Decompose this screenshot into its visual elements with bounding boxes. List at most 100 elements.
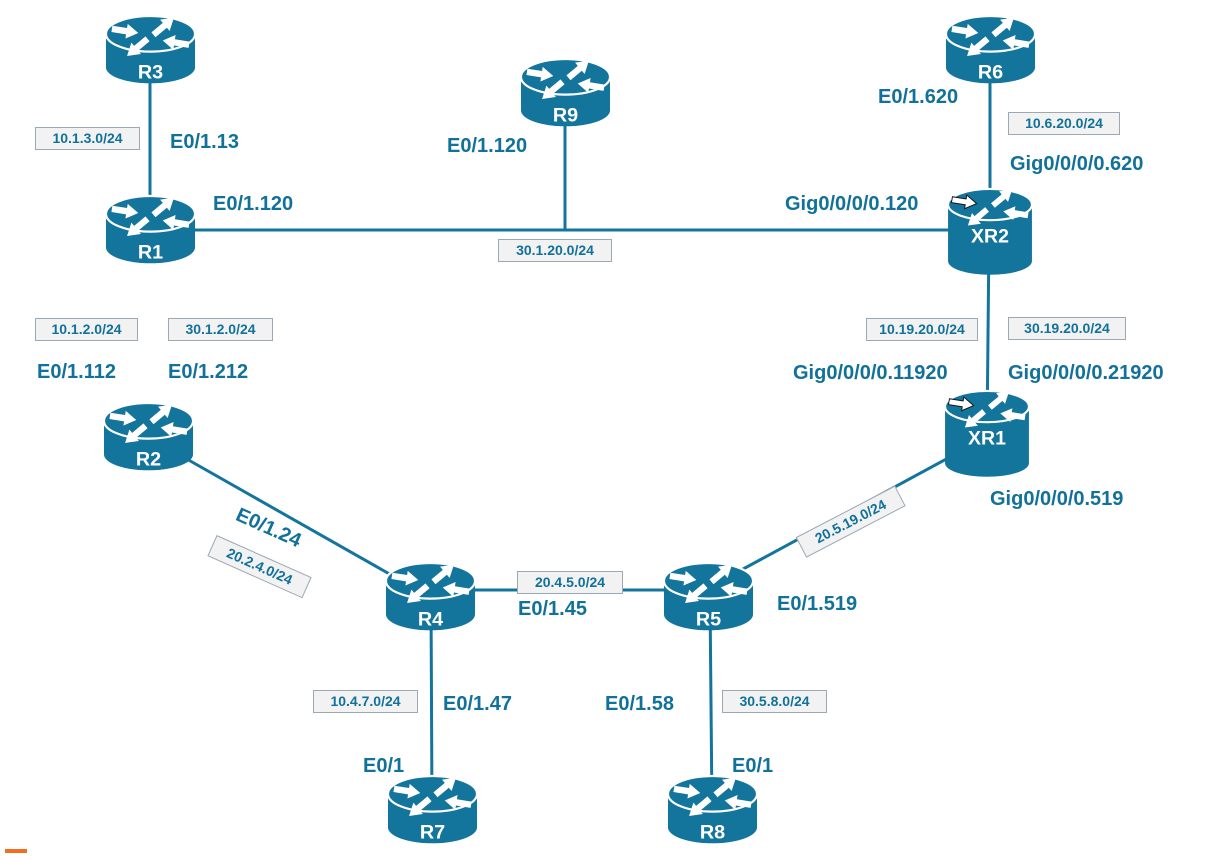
traffic-arrow [162, 35, 190, 51]
interface-label-e0-1-120-1: E0/1.120 [213, 193, 294, 215]
node-label: XR1 [968, 428, 1006, 450]
interface-label-e0-1-112-6: E0/1.112 [37, 361, 116, 383]
interface-label-e0-1-58-16: E0/1.58 [605, 693, 674, 715]
node-label: R3 [137, 62, 162, 84]
traffic-arrow [988, 391, 1010, 410]
node-label: R6 [977, 62, 1002, 84]
traffic-arrow [565, 60, 589, 81]
subnet-label-10-1-3-0-24: 10.1.3.0/24 [35, 127, 140, 150]
traffic-arrow [712, 777, 736, 798]
traffic-arrow [126, 216, 150, 237]
subnet-label-10-6-20-0-24: 10.6.20.0/24 [1008, 112, 1120, 135]
traffic-arrow [684, 583, 708, 604]
traffic-arrow [408, 796, 432, 817]
traffic-arrow [392, 784, 420, 799]
subnet-label-30-1-2-0-24: 30.1.2.0/24 [168, 318, 273, 341]
interface-label-gig0-0-0-0-519-13: Gig0/0/0/0.519 [990, 488, 1124, 510]
traffic-arrow [724, 795, 752, 811]
traffic-arrow [708, 564, 732, 585]
traffic-arrow [541, 79, 565, 100]
interface-label-e0-1-17: E0/1 [732, 755, 774, 777]
router-icon: R6 [944, 15, 1036, 84]
subnet-label-20-4-5-0-24: 20.4.5.0/24 [517, 571, 623, 594]
subnet-label-30-19-20-0-24: 30.19.20.0/24 [1008, 317, 1126, 340]
traffic-arrow [950, 194, 978, 210]
interface-label-e0-1-47-14: E0/1.47 [443, 693, 512, 715]
traffic-arrow [162, 215, 190, 231]
interface-label-e0-1-519-12: E0/1.519 [777, 593, 858, 615]
router-icon: R2 [102, 402, 194, 471]
router-icon: R4 [384, 562, 476, 631]
router-icon: R5 [662, 562, 754, 631]
traffic-arrow [126, 36, 150, 57]
router-icon: R7 [386, 775, 478, 844]
xr-router-icon: XR1 [943, 390, 1031, 477]
node-r2[interactable]: R2 [101, 401, 196, 472]
traffic-arrow [964, 409, 986, 428]
node-xr1[interactable]: XR1 [943, 389, 1031, 485]
link-r5-r8 [708, 596, 714, 811]
node-label: R8 [699, 822, 724, 844]
traffic-arrow [1002, 35, 1030, 51]
node-label: R7 [419, 822, 444, 844]
subnet-label-30-5-8-0-24: 30.5.8.0/24 [722, 690, 827, 713]
subnet-label-30-1-20-0-24: 30.1.20.0/24 [498, 239, 612, 262]
node-r8[interactable]: R8 [665, 774, 760, 845]
interface-label-gig0-0-0-0-11920-8: Gig0/0/0/0.11920 [793, 362, 948, 384]
node-r1[interactable]: R1 [103, 194, 198, 265]
interface-label-gig0-0-0-0-120-3: Gig0/0/0/0.120 [785, 193, 919, 215]
subnet-label-10-19-20-0-24: 10.19.20.0/24 [866, 318, 978, 341]
router-icon: R8 [666, 775, 758, 844]
node-r7[interactable]: R7 [385, 774, 480, 845]
traffic-arrow [432, 777, 456, 798]
traffic-arrow [160, 422, 188, 438]
traffic-arrow [950, 24, 978, 39]
interface-label-gig0-0-0-0-620-5: Gig0/0/0/0.620 [1010, 153, 1144, 175]
traffic-arrow [110, 24, 138, 39]
traffic-arrow [966, 36, 990, 57]
node-r3[interactable]: R3 [103, 14, 198, 85]
traffic-arrow [990, 17, 1014, 38]
node-label: R2 [135, 449, 160, 471]
interface-label-gig0-0-0-0-21920-9: Gig0/0/0/0.21920 [1008, 362, 1164, 384]
traffic-arrow [688, 796, 712, 817]
node-label: R4 [417, 609, 442, 631]
interface-label-e0-1-212-7: E0/1.212 [168, 361, 249, 383]
traffic-arrow [124, 423, 148, 444]
node-label: R9 [552, 105, 577, 127]
node-r4[interactable]: R4 [383, 561, 478, 632]
traffic-arrow [672, 784, 700, 799]
traffic-arrow [947, 396, 975, 412]
subnet-label-10-4-7-0-24: 10.4.7.0/24 [313, 690, 418, 713]
node-label: R5 [695, 609, 720, 631]
traffic-arrow [406, 583, 430, 604]
traffic-arrow [110, 204, 138, 219]
router-icon: R9 [519, 58, 611, 127]
traffic-arrow [150, 17, 174, 38]
traffic-arrow [390, 571, 418, 586]
node-label: XR2 [971, 226, 1009, 248]
node-xr2[interactable]: XR2 [946, 187, 1034, 283]
traffic-arrow [720, 582, 748, 598]
router-icon: R3 [104, 15, 196, 84]
traffic-arrow [577, 78, 605, 94]
link-r4-r7 [429, 596, 434, 811]
accent-mark [5, 849, 27, 853]
traffic-arrow [108, 411, 136, 426]
traffic-arrow [668, 571, 696, 586]
traffic-arrow [430, 564, 454, 585]
node-r5[interactable]: R5 [661, 561, 756, 632]
node-r6[interactable]: R6 [943, 14, 1038, 85]
interface-label-e0-1-13-0: E0/1.13 [170, 131, 239, 153]
interface-label-e0-1-15: E0/1 [363, 755, 405, 777]
interface-label-e0-1-620-4: E0/1.620 [878, 86, 959, 108]
traffic-arrow [525, 67, 553, 82]
traffic-arrow [442, 582, 470, 598]
traffic-arrow [1000, 408, 1026, 423]
traffic-arrow [991, 189, 1013, 208]
interface-label-e0-1-120-2: E0/1.120 [447, 135, 528, 157]
node-label: R1 [137, 242, 162, 264]
router-icon: R1 [104, 195, 196, 264]
node-r9[interactable]: R9 [518, 57, 613, 128]
